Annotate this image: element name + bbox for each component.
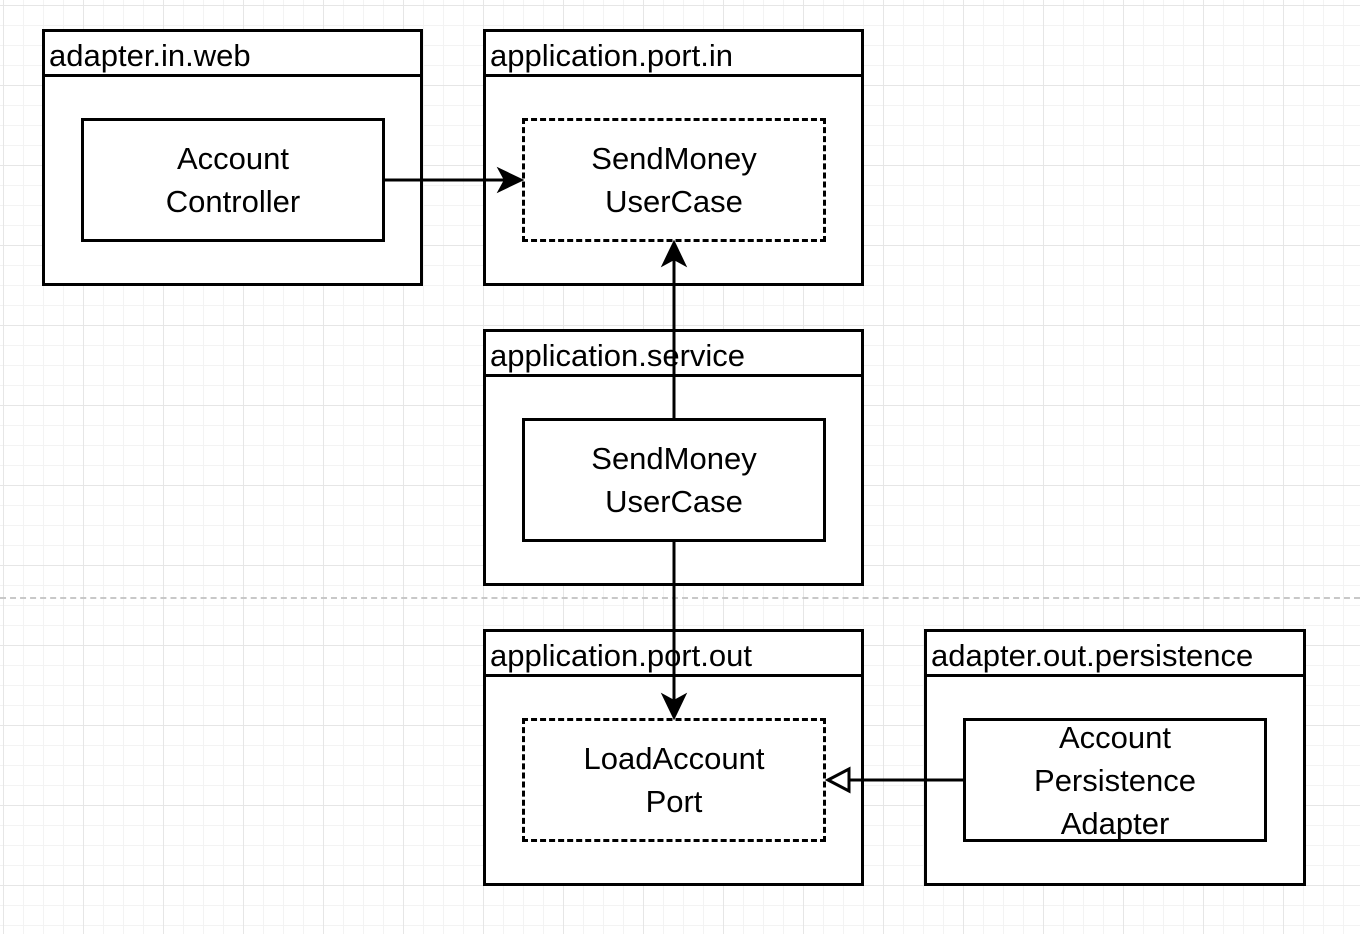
node-label-line: Port bbox=[645, 784, 703, 819]
node-label-line: SendMoney bbox=[591, 141, 757, 176]
package-title: adapter.in.web bbox=[45, 32, 420, 77]
node-label-line: Persistence bbox=[1034, 762, 1196, 798]
node-label-line: Account bbox=[176, 141, 289, 176]
node-label-line: Account bbox=[1058, 719, 1171, 755]
node-label-line: UserCase bbox=[605, 484, 743, 519]
page-break-line bbox=[0, 597, 1360, 599]
node-label-line: LoadAccount bbox=[583, 741, 765, 776]
package-title: application.port.in bbox=[486, 32, 861, 77]
node-label-line: Controller bbox=[165, 184, 301, 219]
package-title: application.service bbox=[486, 332, 861, 377]
send-money-use-case-interface[interactable]: SendMoney UserCase bbox=[522, 118, 826, 242]
node-label-line: Adapter bbox=[1060, 805, 1170, 841]
node-label-line: SendMoney bbox=[591, 441, 757, 476]
node-label-line: UserCase bbox=[605, 184, 743, 219]
package-title: application.port.out bbox=[486, 632, 861, 677]
account-controller-class[interactable]: Account Controller bbox=[81, 118, 385, 242]
account-persistence-adapter-class[interactable]: Account Persistence Adapter bbox=[963, 718, 1267, 842]
load-account-port-interface[interactable]: LoadAccount Port bbox=[522, 718, 826, 842]
package-title: adapter.out.persistence bbox=[927, 632, 1303, 677]
send-money-service-class[interactable]: SendMoney UserCase bbox=[522, 418, 826, 542]
